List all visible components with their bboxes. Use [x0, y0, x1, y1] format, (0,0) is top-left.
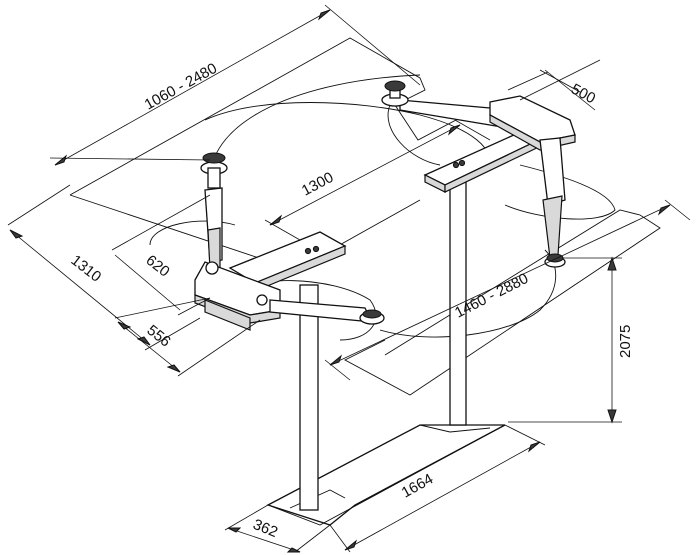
- dimension-width-range: 1060 - 2480: [49, 4, 421, 166]
- dimension-arm-offset-label: 500: [568, 81, 598, 108]
- rear-arms: [381, 80, 576, 268]
- columns: [299, 174, 467, 511]
- rear-platform: [423, 129, 547, 193]
- base-plate: [266, 424, 506, 526]
- dimension-total-length-label: 1310: [68, 252, 105, 286]
- dimension-inner-offset-label: 620: [143, 252, 173, 281]
- dimension-height: 2075: [508, 256, 634, 424]
- front-arms: [194, 152, 385, 331]
- dimension-height-label: 2075: [617, 325, 634, 358]
- dimension-span-label: 1300: [299, 169, 336, 200]
- dimension-length-range: 1460 - 2880: [324, 199, 691, 381]
- dimension-base-width: 362: [224, 504, 331, 553]
- dimension-width-range-label: 1060 - 2480: [142, 60, 220, 114]
